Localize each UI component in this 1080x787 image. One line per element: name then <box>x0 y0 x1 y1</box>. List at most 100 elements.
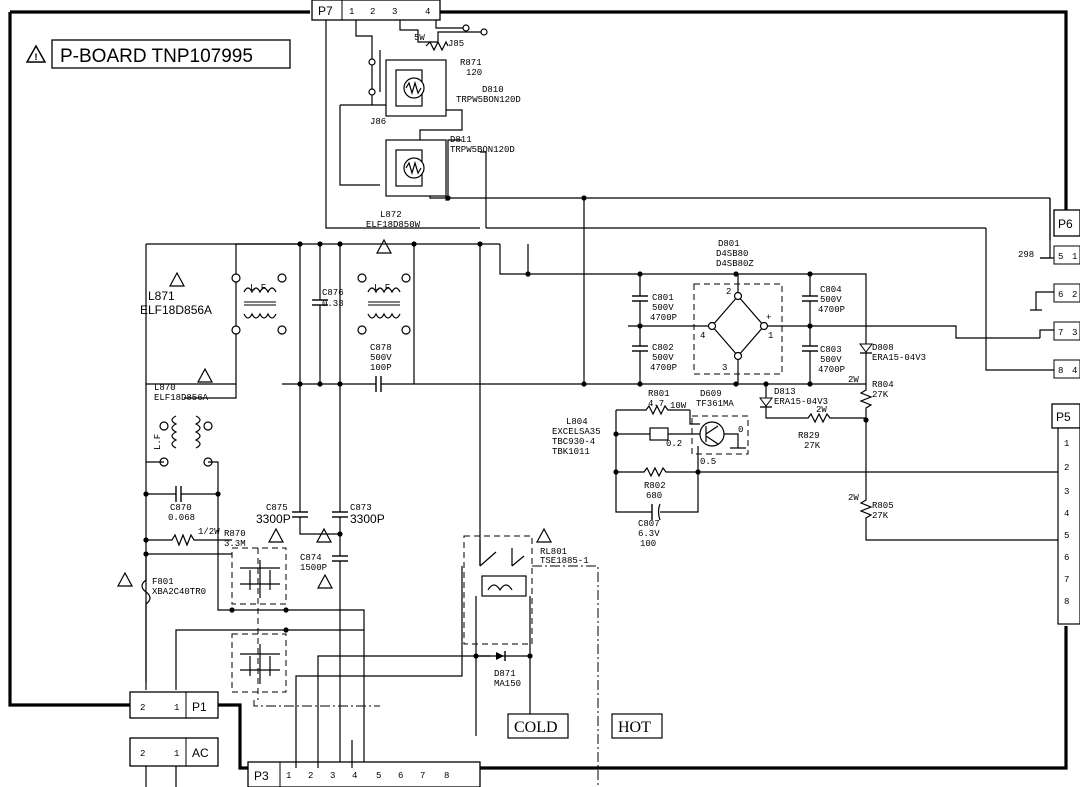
connector-p5: P5 1 2 3 4 5 6 7 8 <box>1051 403 1080 625</box>
c876-lf2-c878: C876 0.33 L.F C878 500V 100P <box>282 238 584 392</box>
svg-text:1: 1 <box>349 7 354 17</box>
svg-text:2: 2 <box>1072 290 1077 300</box>
r804-rating: 2W <box>848 375 859 385</box>
l870-ref: L870 <box>154 383 176 393</box>
connector-p7: P7 1 2 3 4 <box>311 0 441 21</box>
c804-ref: C804 <box>820 285 842 295</box>
svg-text:7: 7 <box>1058 328 1063 338</box>
svg-text:3: 3 <box>1064 487 1069 497</box>
p1-label: P1 <box>192 700 207 714</box>
svg-text:1: 1 <box>286 771 291 781</box>
hot-zone-label: HOT <box>618 719 651 736</box>
r802-ref: R802 <box>644 481 666 491</box>
r801-ref: R801 <box>648 389 670 399</box>
svg-text:7: 7 <box>420 771 425 781</box>
svg-text:3: 3 <box>330 771 335 781</box>
d801-part2: D4SB80Z <box>716 259 754 269</box>
d871-part: MA150 <box>494 679 521 689</box>
svg-text:1: 1 <box>768 331 773 341</box>
r805-ref: R805 <box>872 501 894 511</box>
c876-value: 0.33 <box>322 299 344 309</box>
r870-ref: R870 <box>224 529 246 539</box>
svg-text:4: 4 <box>700 331 705 341</box>
c870-ref: C870 <box>170 503 192 513</box>
svg-text:2: 2 <box>140 703 145 713</box>
svg-text:3: 3 <box>722 363 727 373</box>
svg-text:+: + <box>766 313 771 323</box>
svg-text:5: 5 <box>1058 252 1063 262</box>
svg-text:4: 4 <box>1064 509 1069 519</box>
p5-label: P5 <box>1056 410 1071 424</box>
r804-value: 27K <box>872 390 889 400</box>
connector-p1: 2 1 P1 <box>129 691 219 719</box>
svg-text:5: 5 <box>376 771 381 781</box>
wire-298-label: 298 <box>1018 250 1034 260</box>
c874-ref: C874 <box>300 553 322 563</box>
d609-pin-zero: 0 <box>738 425 743 435</box>
svg-text:7: 7 <box>1064 575 1069 585</box>
svg-text:6: 6 <box>1064 553 1069 563</box>
d801-ref: D801 <box>718 239 740 249</box>
p3-label: P3 <box>254 769 269 783</box>
c803-value: 4700P <box>818 365 845 375</box>
l872-part: ELF18D850W <box>366 220 421 230</box>
svg-text:5: 5 <box>1064 531 1069 541</box>
svg-text:3: 3 <box>392 7 397 17</box>
c801-rating: 500V <box>652 303 674 313</box>
c801-ref: C801 <box>652 293 674 303</box>
r871-ref: R871 <box>460 58 482 68</box>
c878-ref: C878 <box>370 343 392 353</box>
svg-text:!: ! <box>33 53 39 64</box>
svg-text:6: 6 <box>398 771 403 781</box>
diodes-resistors-right: D808 ERA15-04V3 2W R804 27K D813 ERA15-0… <box>759 343 1058 541</box>
c802-ref: C802 <box>652 343 674 353</box>
r801-value: 4.7 <box>648 399 664 409</box>
isolation-zones: COLD HOT <box>507 713 663 739</box>
board-title-block: ! P-BOARD TNP107995 <box>25 39 291 69</box>
c876-ref: C876 <box>322 288 344 298</box>
l872-rail: L872 ELF18D850W <box>146 151 500 566</box>
ac-label: AC <box>192 746 209 760</box>
board-title: P-BOARD TNP107995 <box>60 46 253 67</box>
c875-value: 3300P <box>256 512 291 526</box>
r804-ref: R804 <box>872 380 894 390</box>
r829-rating: 2W <box>816 405 827 415</box>
c802-value: 4700P <box>650 363 677 373</box>
thermistor-value: 0.2 <box>666 439 682 449</box>
svg-text:1: 1 <box>1072 252 1077 262</box>
l804-part3: TBK1011 <box>552 447 590 457</box>
svg-text:2: 2 <box>140 749 145 759</box>
svg-text:4: 4 <box>352 771 357 781</box>
svg-text:2: 2 <box>308 771 313 781</box>
l871-line-filter: L.F L871 ELF18D856A <box>140 241 303 385</box>
d813-part: ERA15-04V3 <box>774 397 828 407</box>
d609-ref: D609 <box>700 389 722 399</box>
relay-contacts-dashed <box>175 547 380 768</box>
rl801-ref: RL801 <box>540 547 567 557</box>
c807-ref: C807 <box>638 519 660 529</box>
l870-part: ELF18D856A <box>154 393 209 403</box>
d808-ref: D808 <box>872 343 894 353</box>
j86-label: J86 <box>370 117 386 127</box>
l870-line-filter: L870 ELF18D856A L.F C870 0.068 <box>143 367 237 682</box>
svg-text:3: 3 <box>1072 328 1077 338</box>
connector-ac: 2 1 AC <box>129 737 219 787</box>
f801-ref: F801 <box>152 577 174 587</box>
d810-part: TRPW5BON120D <box>456 95 521 105</box>
svg-text:2: 2 <box>370 7 375 17</box>
d801-part1: D4SB80 <box>716 249 748 259</box>
d609-sensor-circuit: R801 4.7 10W D609 TF361MA 0 0.5 0.2 L804… <box>552 389 1058 549</box>
c803-ref: C803 <box>820 345 842 355</box>
svg-text:1: 1 <box>174 749 179 759</box>
svg-text:1: 1 <box>174 703 179 713</box>
r802-value: 680 <box>646 491 662 501</box>
c870-value: 0.068 <box>168 513 195 523</box>
r801-rating: 10W <box>670 401 687 411</box>
l804-ref: L804 <box>566 417 588 427</box>
connector-p6: P6 298 5 1 6 2 7 3 8 4 <box>486 198 1080 379</box>
l871-lf-label: L.F <box>250 283 266 293</box>
svg-text:5W: 5W <box>414 33 425 43</box>
svg-text:2: 2 <box>1064 463 1069 473</box>
r805-rating: 2W <box>848 493 859 503</box>
